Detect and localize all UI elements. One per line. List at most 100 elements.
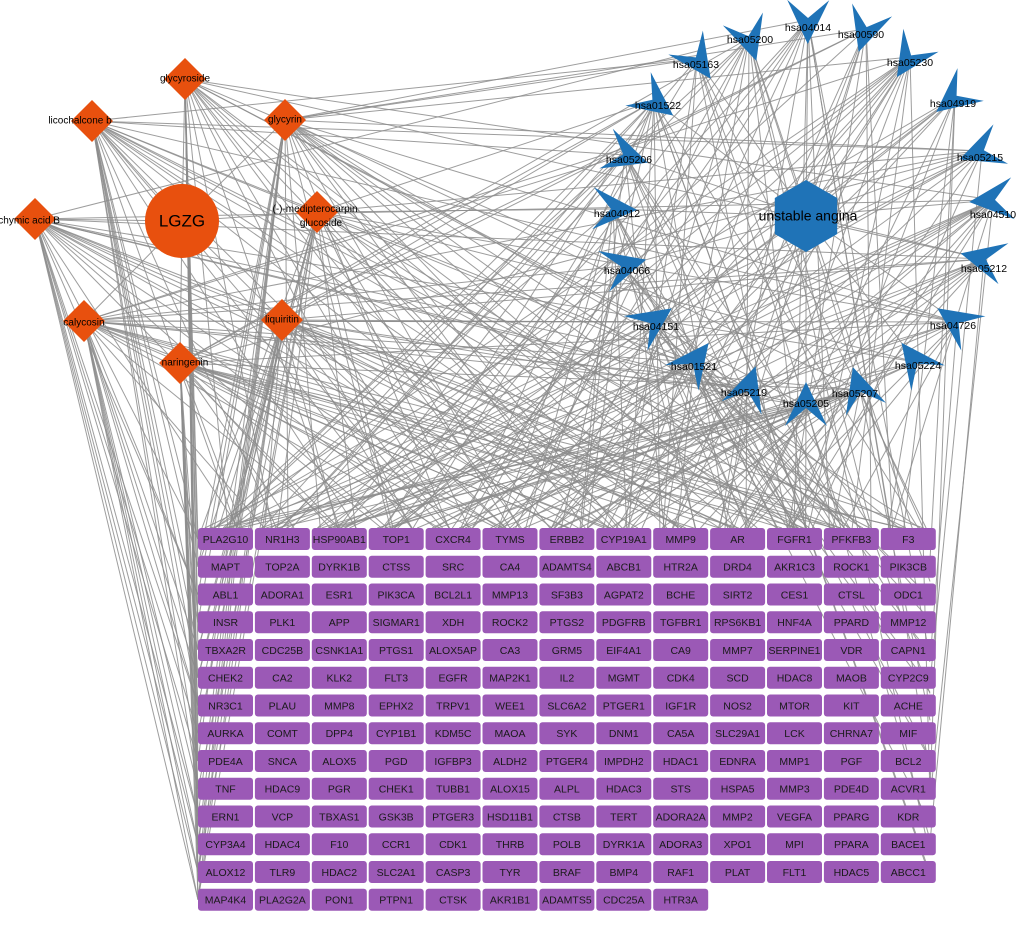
target-label: CTSL <box>838 589 865 601</box>
pathway-label: hsa04012 <box>594 208 640 220</box>
target-node: VEGFA <box>767 805 822 828</box>
target-node: HDAC5 <box>823 861 879 883</box>
target-node: THRB <box>482 833 538 856</box>
edge-disease-pathway <box>805 28 867 217</box>
target-node-box <box>311 555 367 578</box>
target-node-box <box>653 861 709 883</box>
target-node: APP <box>311 611 367 634</box>
target-node-box <box>596 888 652 911</box>
edge-compound-target <box>34 218 686 529</box>
target-node: IGF1R <box>653 694 709 717</box>
edge-compound-pathway <box>316 208 614 213</box>
target-node: KDR <box>880 805 936 828</box>
target-node: PTGS1 <box>368 639 424 661</box>
target-node: NOS2 <box>710 694 766 717</box>
target-label: CHRNA7 <box>830 728 873 740</box>
edge-pathway-target <box>748 37 806 529</box>
pathway-label: hsa05206 <box>606 154 652 166</box>
target-node-box <box>425 611 481 634</box>
target-node-box <box>880 750 936 772</box>
edge-pathway-target <box>624 154 872 529</box>
target-node-box <box>254 805 310 828</box>
target-node-box <box>482 611 538 634</box>
target-node: CA3 <box>482 639 538 661</box>
pathway-node-vee <box>592 187 637 230</box>
target-node: PLAU <box>254 694 310 717</box>
pathway-node-vee <box>721 366 762 415</box>
target-node-box <box>539 555 595 578</box>
target-node-box <box>653 888 709 911</box>
pathway-label: hsa05205 <box>783 398 829 410</box>
edge-compound-pathway <box>184 78 653 323</box>
target-node: PPARG <box>823 805 879 828</box>
target-node: ADAMTS4 <box>539 555 595 578</box>
target-label: TBXAS1 <box>319 811 359 823</box>
target-node-box <box>539 805 595 828</box>
target-label: CTSK <box>439 895 467 907</box>
target-node-box <box>254 583 310 606</box>
edge-pathway-target <box>807 19 831 529</box>
edge-compound-target <box>281 319 804 529</box>
target-label: ALOX5 <box>322 756 356 768</box>
target-label: HDAC5 <box>834 867 870 879</box>
target-node: PTGER4 <box>539 750 595 772</box>
edge-pathway-target <box>653 100 838 529</box>
target-node: INSR <box>198 611 253 634</box>
edge-compound-target <box>34 218 199 900</box>
edge-pathway-target <box>696 58 845 529</box>
edge-compound-target <box>281 319 841 529</box>
edge-compound-target <box>179 362 243 529</box>
target-label: PTGER3 <box>432 811 474 823</box>
target-node-box <box>539 694 595 717</box>
target-label: HDAC3 <box>606 784 642 796</box>
edge-compound-target <box>34 218 611 529</box>
target-node-box <box>823 805 879 828</box>
edge-compound-target <box>284 119 810 529</box>
target-label: APP <box>329 617 350 629</box>
pathway-label: hsa05200 <box>727 34 773 46</box>
edge-compound-target <box>284 119 679 529</box>
edge-compound-target <box>83 320 199 595</box>
target-node-box <box>482 639 538 661</box>
target-node-box <box>596 694 652 717</box>
target-node-box <box>368 583 424 606</box>
target-node-box <box>767 694 822 717</box>
target-node: BRAF <box>539 861 595 883</box>
target-node: ESR1 <box>311 583 367 606</box>
edge-pathway-target <box>615 56 911 529</box>
edge-pathway-target <box>748 37 931 582</box>
edge-compound-pathway <box>83 150 983 322</box>
edge-compound-pathway <box>83 320 695 363</box>
target-node: HDAC8 <box>767 666 822 689</box>
target-node: PPARA <box>823 833 879 856</box>
target-label: SLC6A2 <box>547 700 586 712</box>
hub-node-circle <box>145 184 219 258</box>
target-node: CDC25A <box>596 888 652 911</box>
pathway-label: hsa05215 <box>957 152 1003 164</box>
edge-compound-target <box>91 120 199 706</box>
target-label: PPARD <box>834 617 870 629</box>
target-node-box <box>368 861 424 883</box>
target-label: FGFR1 <box>777 534 812 546</box>
edge-compound-target <box>316 211 511 529</box>
target-node: SLC2A1 <box>368 861 424 883</box>
target-label: ROCK1 <box>833 562 869 574</box>
edge-compound-target <box>281 319 924 529</box>
target-label: BCL2L1 <box>434 589 472 601</box>
target-label: XDH <box>442 617 464 629</box>
pathway-label: hsa04726 <box>930 320 976 332</box>
compound-label: calycosin <box>63 318 104 329</box>
edge-pathway-target <box>274 56 911 529</box>
target-label: F3 <box>902 534 914 546</box>
target-node: CAPN1 <box>880 639 936 661</box>
target-label: NR3C1 <box>208 700 243 712</box>
edge-compound-pathway <box>179 28 867 364</box>
target-node: CHEK1 <box>368 777 424 800</box>
target-node-box <box>311 888 367 911</box>
pathway-node-vee <box>623 308 672 351</box>
target-node: VDR <box>823 639 879 661</box>
compound-node-diamond <box>63 300 105 342</box>
edge-pathway-target <box>865 28 894 529</box>
target-node-box <box>311 666 367 689</box>
target-label: MIF <box>899 728 917 740</box>
